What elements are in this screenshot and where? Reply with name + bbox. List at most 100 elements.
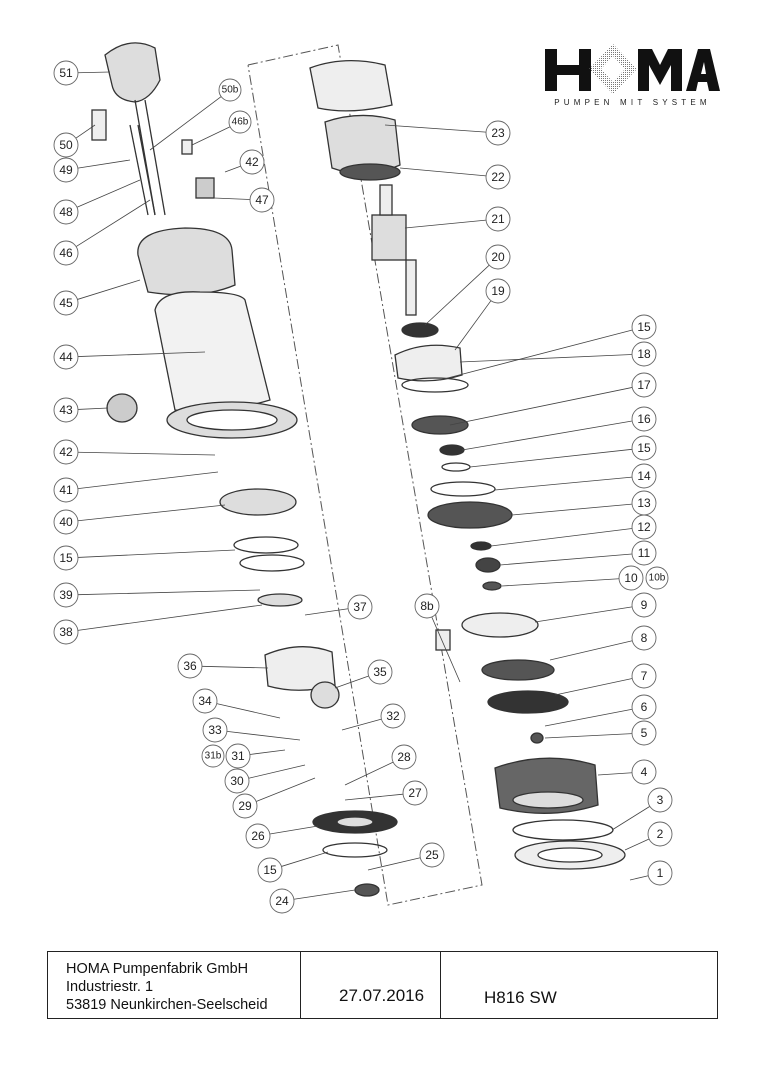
leader-line [399,167,487,177]
part-callout-26: 26 [245,823,271,849]
callout-number: 49 [59,163,73,177]
plug-43 [106,393,138,423]
part-callout-16: 16 [631,406,657,432]
leader-line [216,703,281,719]
part-callout-13: 13 [631,490,657,516]
part-callout-31: 31 [225,743,251,769]
model-number: H816 SW [484,988,557,1007]
logo-tagline: PUMPEN MIT SYSTEM [554,98,711,107]
leader-line [77,604,263,631]
part-callout-11: 11 [631,540,657,566]
leader-line [367,857,421,871]
leader-line [77,351,206,357]
leader-line [77,279,141,300]
part-callout-28: 28 [391,744,417,770]
callout-number: 35 [373,665,387,679]
leader-line [255,777,316,802]
callout-number: 1 [657,866,664,880]
motor-housing [154,291,271,412]
leader-line [469,448,633,468]
leader-line [281,851,329,867]
callout-number: 2 [657,827,664,841]
part-callout-8b: 8b [414,593,440,619]
part-callout-17: 17 [631,372,657,398]
part-callout-1: 1 [647,860,673,886]
part-callout-46: 46 [53,240,79,266]
callout-number: 15 [637,320,651,334]
leader-line [77,407,109,410]
part-callout-34: 34 [192,688,218,714]
company-address: HOMA Pumpenfabrik GmbH Industriestr. 1 5… [48,952,301,1018]
leader-line [75,124,96,139]
callout-number: 10b [649,573,666,584]
callout-number: 9 [641,598,648,612]
part-callout-44: 44 [53,344,79,370]
drawing-date: 27.07.2016 [339,986,425,1005]
callout-number: 13 [637,496,651,510]
leader-line [77,549,236,558]
leader-line [597,772,633,776]
leader-line [459,354,633,363]
callout-number: 24 [275,894,289,908]
part-callout-25: 25 [419,842,445,868]
part-callout-19: 19 [485,278,511,304]
leader-line [77,589,261,596]
part-callout-36: 36 [177,653,203,679]
callout-number: 31 [231,749,245,763]
callout-number: 37 [353,600,367,614]
leader-line [629,875,649,881]
leader-line [494,476,633,491]
callout-number: 25 [425,848,439,862]
part-callout-15: 15 [53,545,79,571]
part-callout-20: 20 [485,244,511,270]
callout-number: 18 [637,347,651,361]
part-callout-43: 43 [53,397,79,423]
callout-number: 31b [205,751,222,762]
leader-line [77,451,216,456]
part-callout-42: 42 [239,149,265,175]
motor-cover [137,227,236,296]
leader-line [424,264,490,326]
callout-number: 46b [232,117,249,128]
leader-line [344,793,404,801]
part-callout-2: 2 [647,821,673,847]
callout-number: 29 [238,799,252,813]
leader-line [226,731,301,741]
part-callout-7: 7 [631,663,657,689]
part-callout-23: 23 [485,120,511,146]
part-callout-9: 9 [631,592,657,618]
part-callout-10: 10 [618,565,644,591]
callout-number: 42 [59,445,73,459]
leader-line [454,300,492,351]
leader-line [248,764,306,779]
leader-line [544,708,633,727]
leader-line [191,126,231,146]
leader-line [75,199,151,247]
part-callout-35: 35 [367,659,393,685]
company-city: 53819 Neunkirchen-Seelscheid [66,997,268,1013]
callout-number: 50 [59,138,73,152]
assembly-outline [247,44,483,906]
leader-line [201,665,269,669]
part-callout-4: 4 [631,759,657,785]
callout-number: 45 [59,296,73,310]
company-name: HOMA Pumpenfabrik GmbH [66,961,249,977]
part-callout-38: 38 [53,619,79,645]
part-callout-46b: 46b [228,110,252,134]
callout-number: 50b [222,85,239,96]
part-callout-21: 21 [485,206,511,232]
leader-line [449,387,633,426]
callout-number: 43 [59,403,73,417]
part-callout-48: 48 [53,199,79,225]
callout-number: 41 [59,483,73,497]
callout-number: 44 [59,350,73,364]
part-callout-14: 14 [631,463,657,489]
callout-number: 15 [263,863,277,877]
leader-line [76,179,141,208]
callout-number: 7 [641,669,648,683]
part-callout-42: 42 [53,439,79,465]
part-callout-10b: 10b [645,566,669,590]
leader-line [384,124,487,133]
leader-line [554,678,633,696]
